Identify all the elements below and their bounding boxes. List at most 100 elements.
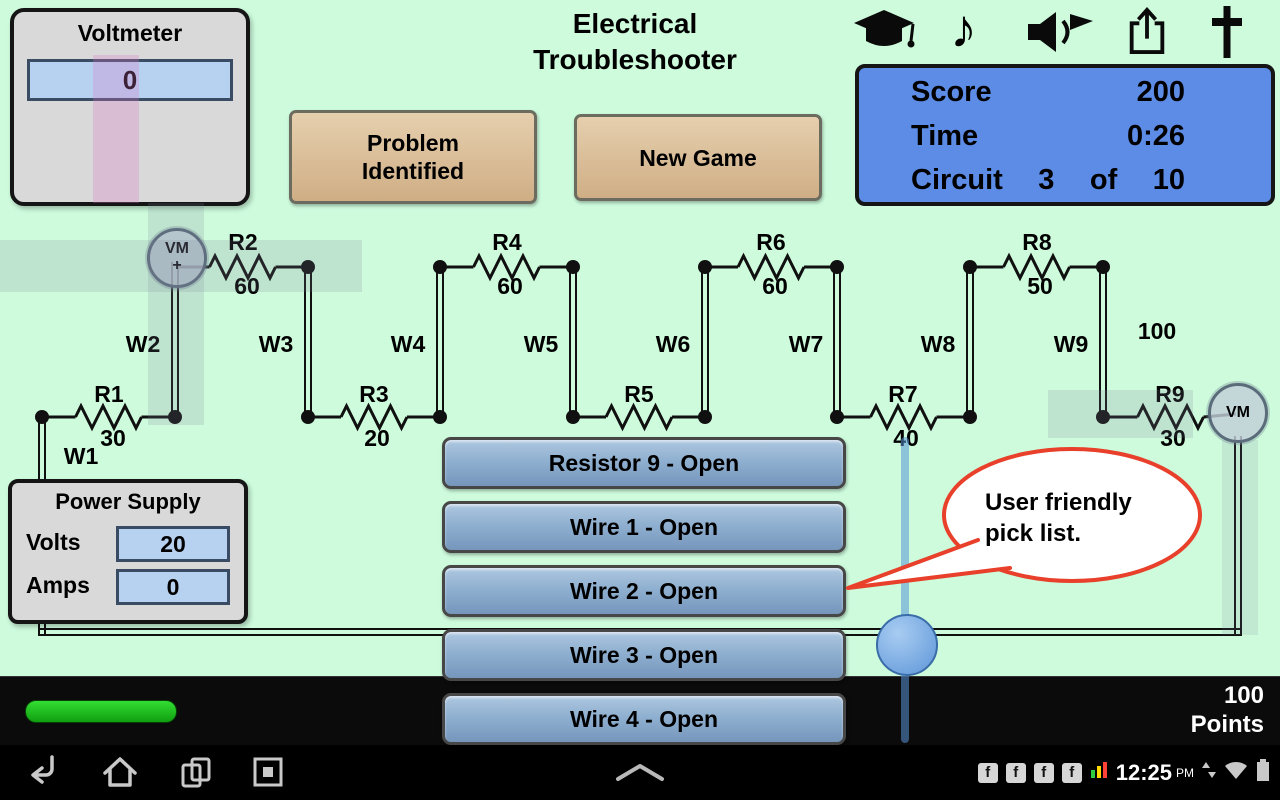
amps-display: 0: [116, 569, 230, 605]
wire-w6-label: W6: [655, 331, 691, 357]
resistor-r6-value: 60: [762, 273, 788, 299]
wire-w4-label: W4: [390, 331, 426, 357]
points-label: Points: [1190, 711, 1264, 738]
facebook-notification-icon: f: [977, 762, 998, 783]
points-display: 100 Points: [1191, 681, 1264, 739]
picklist-item-label: Wire 4 - Open: [569, 705, 719, 732]
score-value: 200: [1136, 75, 1185, 108]
clock-ampm: PM: [1176, 765, 1194, 780]
wires-group: [38, 262, 1242, 636]
resistor-r4-label: R4: [492, 229, 522, 255]
picklist-item-wire1-open[interactable]: Wire 1 - Open: [442, 501, 846, 553]
circuit-extra-value: 100: [1137, 318, 1177, 344]
resistor-r3-value: 20: [364, 425, 390, 451]
resistor-r5-label: R5: [624, 381, 654, 407]
power-supply-title: Power Supply: [55, 489, 201, 514]
wire-w5-label: W5: [523, 331, 559, 357]
back-icon[interactable]: [22, 750, 66, 799]
home-icon[interactable]: [98, 750, 142, 799]
picklist-item-label: Wire 2 - Open: [569, 577, 719, 604]
speaker-icon[interactable]: [1026, 8, 1094, 61]
battery-icon: [1256, 758, 1270, 787]
resistor-r2-label: R2: [228, 229, 258, 255]
time-value: 0:26: [1126, 119, 1185, 152]
page-title-line2: Troubleshooter: [533, 44, 737, 75]
voltmeter-title: Voltmeter: [77, 20, 183, 46]
callout-line1: User friendly: [985, 489, 1132, 516]
picklist-item-label: Resistor 9 - Open: [548, 449, 740, 476]
resistor-r7-label: R7: [888, 381, 918, 407]
graduation-cap-icon[interactable]: [852, 8, 916, 63]
resistor-r8-value: 50: [1027, 273, 1053, 299]
voltmeter-display: 0: [27, 59, 233, 101]
wire-w9-label: W9: [1053, 331, 1089, 357]
score-label: Score: [911, 75, 992, 108]
wire-w8-label: W8: [920, 331, 956, 357]
problem-identified-line1: Problem: [366, 130, 460, 156]
amps-label: Amps: [26, 572, 90, 598]
page-title-line1: Electrical: [572, 8, 698, 39]
power-supply-panel: Power Supply Volts 20 Amps 0: [8, 479, 248, 624]
callout-bubble: [846, 447, 1202, 590]
android-navbar: f f f f 12:25 PM: [0, 745, 1280, 800]
resistor-r6-label: R6: [756, 229, 786, 255]
resistor-r1-label: R1: [94, 381, 124, 407]
picklist-item-wire3-open[interactable]: Wire 3 - Open: [442, 629, 846, 681]
resistor-r8-label: R8: [1022, 229, 1052, 255]
facebook-notification-icon: f: [1005, 762, 1026, 783]
picklist-item-wire2-open[interactable]: Wire 2 - Open: [442, 565, 846, 617]
points-value: 100: [1223, 682, 1264, 709]
time-label: Time: [911, 119, 979, 152]
cross-icon[interactable]: [1205, 4, 1249, 65]
notification-chart-icon: [1090, 761, 1108, 784]
picklist-item-wire4-open[interactable]: Wire 4 - Open: [442, 693, 846, 745]
voltmeter-probe-right[interactable]: VM: [1208, 383, 1268, 443]
circuit-current: 3: [1038, 163, 1055, 196]
progress-bar: [25, 700, 177, 723]
new-game-button[interactable]: New Game: [574, 114, 822, 201]
picklist-item-label: Wire 3 - Open: [569, 641, 719, 668]
score-panel: Score 200 Time 0:26 Circuit 3 of 10: [855, 64, 1275, 206]
facebook-notification-icon: f: [1033, 762, 1054, 783]
resistor-r3-label: R3: [359, 381, 389, 407]
probe-positive-label: VM: [165, 240, 189, 258]
clock-time: 12:25: [1115, 759, 1172, 785]
volts-label: Volts: [26, 529, 81, 555]
resistor-r9-value: 30: [1160, 425, 1186, 451]
page-title: Electrical Troubleshooter: [440, 6, 830, 78]
wifi-icon: [1224, 760, 1248, 785]
callout-line2: pick list.: [985, 520, 1082, 547]
nodes-group: [35, 260, 1110, 424]
resistor-r9-label: R9: [1155, 381, 1185, 407]
screenshot-icon[interactable]: [246, 750, 290, 799]
circuit-of-label: of: [1089, 163, 1118, 196]
probe-right-label: VM: [1226, 403, 1250, 421]
picklist-item-resistor9-open[interactable]: Resistor 9 - Open: [442, 437, 846, 489]
picklist-scrollbar-track[interactable]: [901, 437, 909, 743]
wire-w2-label: W2: [125, 331, 161, 357]
circuit-label: Circuit: [911, 163, 1003, 196]
problem-identified-line2: Identified: [361, 158, 465, 184]
status-icon-cluster: f f f f 12:25 PM: [977, 745, 1270, 800]
wire-w7-label: W7: [788, 331, 824, 357]
wire-w3-label: W3: [258, 331, 294, 357]
voltmeter-panel: Voltmeter 0: [10, 8, 250, 206]
share-icon[interactable]: [1124, 6, 1170, 61]
network-activity-icon: [1202, 760, 1216, 785]
picklist-scroll-thumb[interactable]: [876, 614, 938, 676]
callout-text: User friendly pick list.: [985, 487, 1132, 549]
resistor-r1-value: 30: [100, 425, 126, 451]
facebook-notification-icon: f: [1061, 762, 1082, 783]
volts-display: 20: [116, 526, 230, 562]
music-note-icon[interactable]: ♪: [950, 0, 977, 59]
circuit-total: 10: [1152, 163, 1185, 196]
picklist-item-label: Wire 1 - Open: [569, 513, 719, 540]
resistor-r2-value: 60: [234, 273, 260, 299]
voltmeter-probe-positive[interactable]: VM +: [147, 228, 207, 288]
expand-chevron-icon[interactable]: [610, 759, 670, 790]
problem-identified-button[interactable]: Problem Identified: [289, 110, 537, 204]
resistor-r4-value: 60: [497, 273, 523, 299]
new-game-label: New Game: [639, 144, 757, 171]
recent-apps-icon[interactable]: [174, 750, 218, 799]
